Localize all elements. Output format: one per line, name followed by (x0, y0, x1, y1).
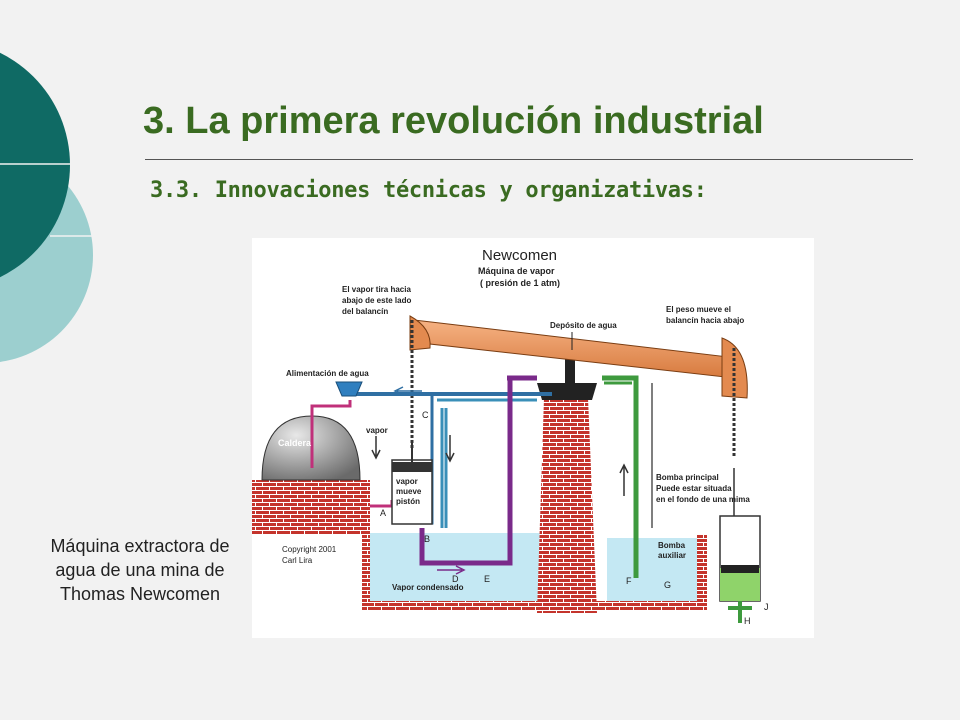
note-left-2: abajo de este lado (342, 296, 411, 305)
arrow-up-right (619, 463, 629, 496)
dark-teal-circle (0, 52, 70, 278)
piston-label-1: vapor (396, 477, 418, 486)
arrow-condensed (437, 565, 466, 575)
copyright-2: Carl Lira (282, 556, 313, 565)
letter-f: F (626, 576, 632, 586)
bomba-principal-3: en el fondo de una mima (656, 495, 750, 504)
letter-b: B (424, 534, 430, 544)
tank-brick-wall (362, 533, 370, 611)
letter-e: E (484, 574, 490, 584)
diagram-subheading-2: ( presión de 1 atm) (480, 278, 560, 288)
water-feed-pipe (347, 383, 552, 396)
piston-label-3: pistón (396, 497, 420, 506)
piston (392, 462, 432, 472)
vapor-condensado-label: Vapor condensado (392, 583, 464, 592)
main-pump-outlet (728, 601, 752, 623)
letter-d: D (452, 574, 459, 584)
pillar-top (537, 383, 597, 400)
deposito-label: Depósito de agua (550, 321, 617, 330)
piston-label-2: mueve (396, 487, 422, 496)
main-pump-piston (721, 565, 759, 573)
letter-h: H (744, 616, 751, 626)
letter-g: G (664, 580, 671, 590)
slide-title: 3. La primera revolución industrial (143, 100, 764, 142)
diagram-heading: Newcomen (482, 247, 557, 264)
figure-caption: Máquina extractora de agua de una mina d… (50, 536, 230, 604)
slide-subtitle: 3.3. Innovaciones técnicas y organizativ… (150, 178, 707, 203)
arrow-feed (393, 386, 422, 396)
steam-to-cylinder (370, 500, 394, 508)
tank-brick-floor (362, 601, 707, 611)
note-right-2: balancín hacia abajo (666, 316, 744, 325)
boiler-brick-base (252, 480, 370, 534)
letter-a: A (380, 508, 386, 518)
beam-arch-left (409, 315, 431, 351)
bomba-aux-2: auxiliar (658, 551, 686, 560)
pillar-pivot (565, 348, 575, 385)
main-pump-water (720, 568, 760, 601)
feed-tank (335, 381, 363, 397)
note-right-1: El peso mueve el (666, 305, 731, 314)
vapor-label: vapor (366, 426, 388, 435)
diagram-subheading-1: Máquina de vapor (478, 266, 555, 276)
purple-pipe (419, 375, 537, 566)
bomba-principal-2: Puede estar situada (656, 484, 732, 493)
bomba-principal-1: Bomba principal (656, 473, 719, 482)
alimentacion-label: Alimentación de agua (286, 369, 369, 378)
note-left-3: del balancín (342, 307, 388, 316)
caldera-label: Caldera (278, 438, 312, 448)
letter-c: C (422, 410, 429, 420)
brick-pillar (537, 398, 597, 613)
title-divider (145, 159, 913, 160)
green-pipe (602, 375, 639, 578)
mine-water-right (607, 538, 697, 601)
arrow-down-left (371, 436, 381, 460)
decorative-circles (0, 52, 95, 362)
steam-pipe (310, 400, 352, 468)
arrow-down-mid (445, 435, 455, 463)
note-left-1: El vapor tira hacia (342, 285, 411, 294)
newcomen-engine-diagram: Newcomen Máquina de vapor ( presión de 1… (252, 238, 814, 638)
blue-pipe-c (437, 398, 537, 528)
bomba-aux-1: Bomba (658, 541, 686, 550)
tank-brick-right (697, 534, 707, 604)
copyright-1: Copyright 2001 (282, 545, 337, 554)
letter-j: J (764, 602, 769, 612)
